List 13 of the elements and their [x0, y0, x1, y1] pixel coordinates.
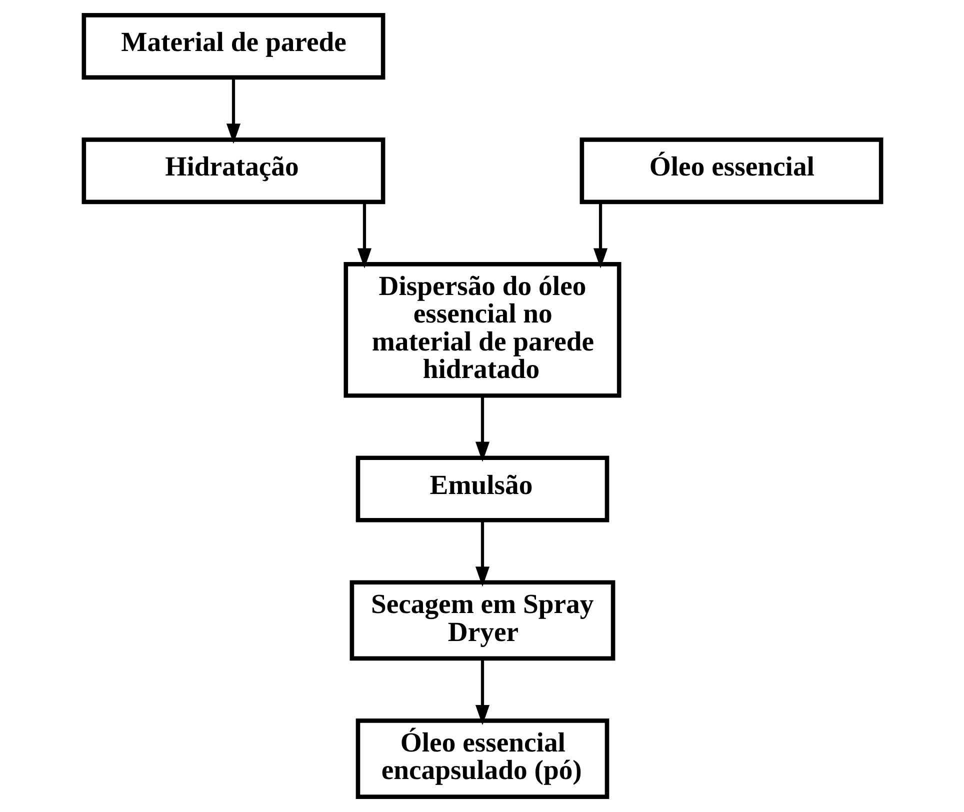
arrow	[226, 78, 240, 144]
node-box: Óleo essencial	[579, 138, 883, 204]
node-box: Dispersão do óleo essencial no material de parede hidratado	[343, 262, 621, 398]
node-box: Emulsão	[355, 456, 609, 522]
arrow	[474, 396, 490, 462]
node-box: Secagem em Spray Dryer	[349, 580, 615, 661]
arrow	[592, 202, 608, 268]
arrow	[474, 520, 490, 587]
node-box: Material de parede	[81, 13, 385, 80]
node-box: Óleo essencial encapsulado (pó)	[355, 718, 609, 799]
arrow	[356, 202, 372, 268]
node-box: Hidratação	[81, 138, 385, 204]
arrow	[474, 658, 490, 726]
